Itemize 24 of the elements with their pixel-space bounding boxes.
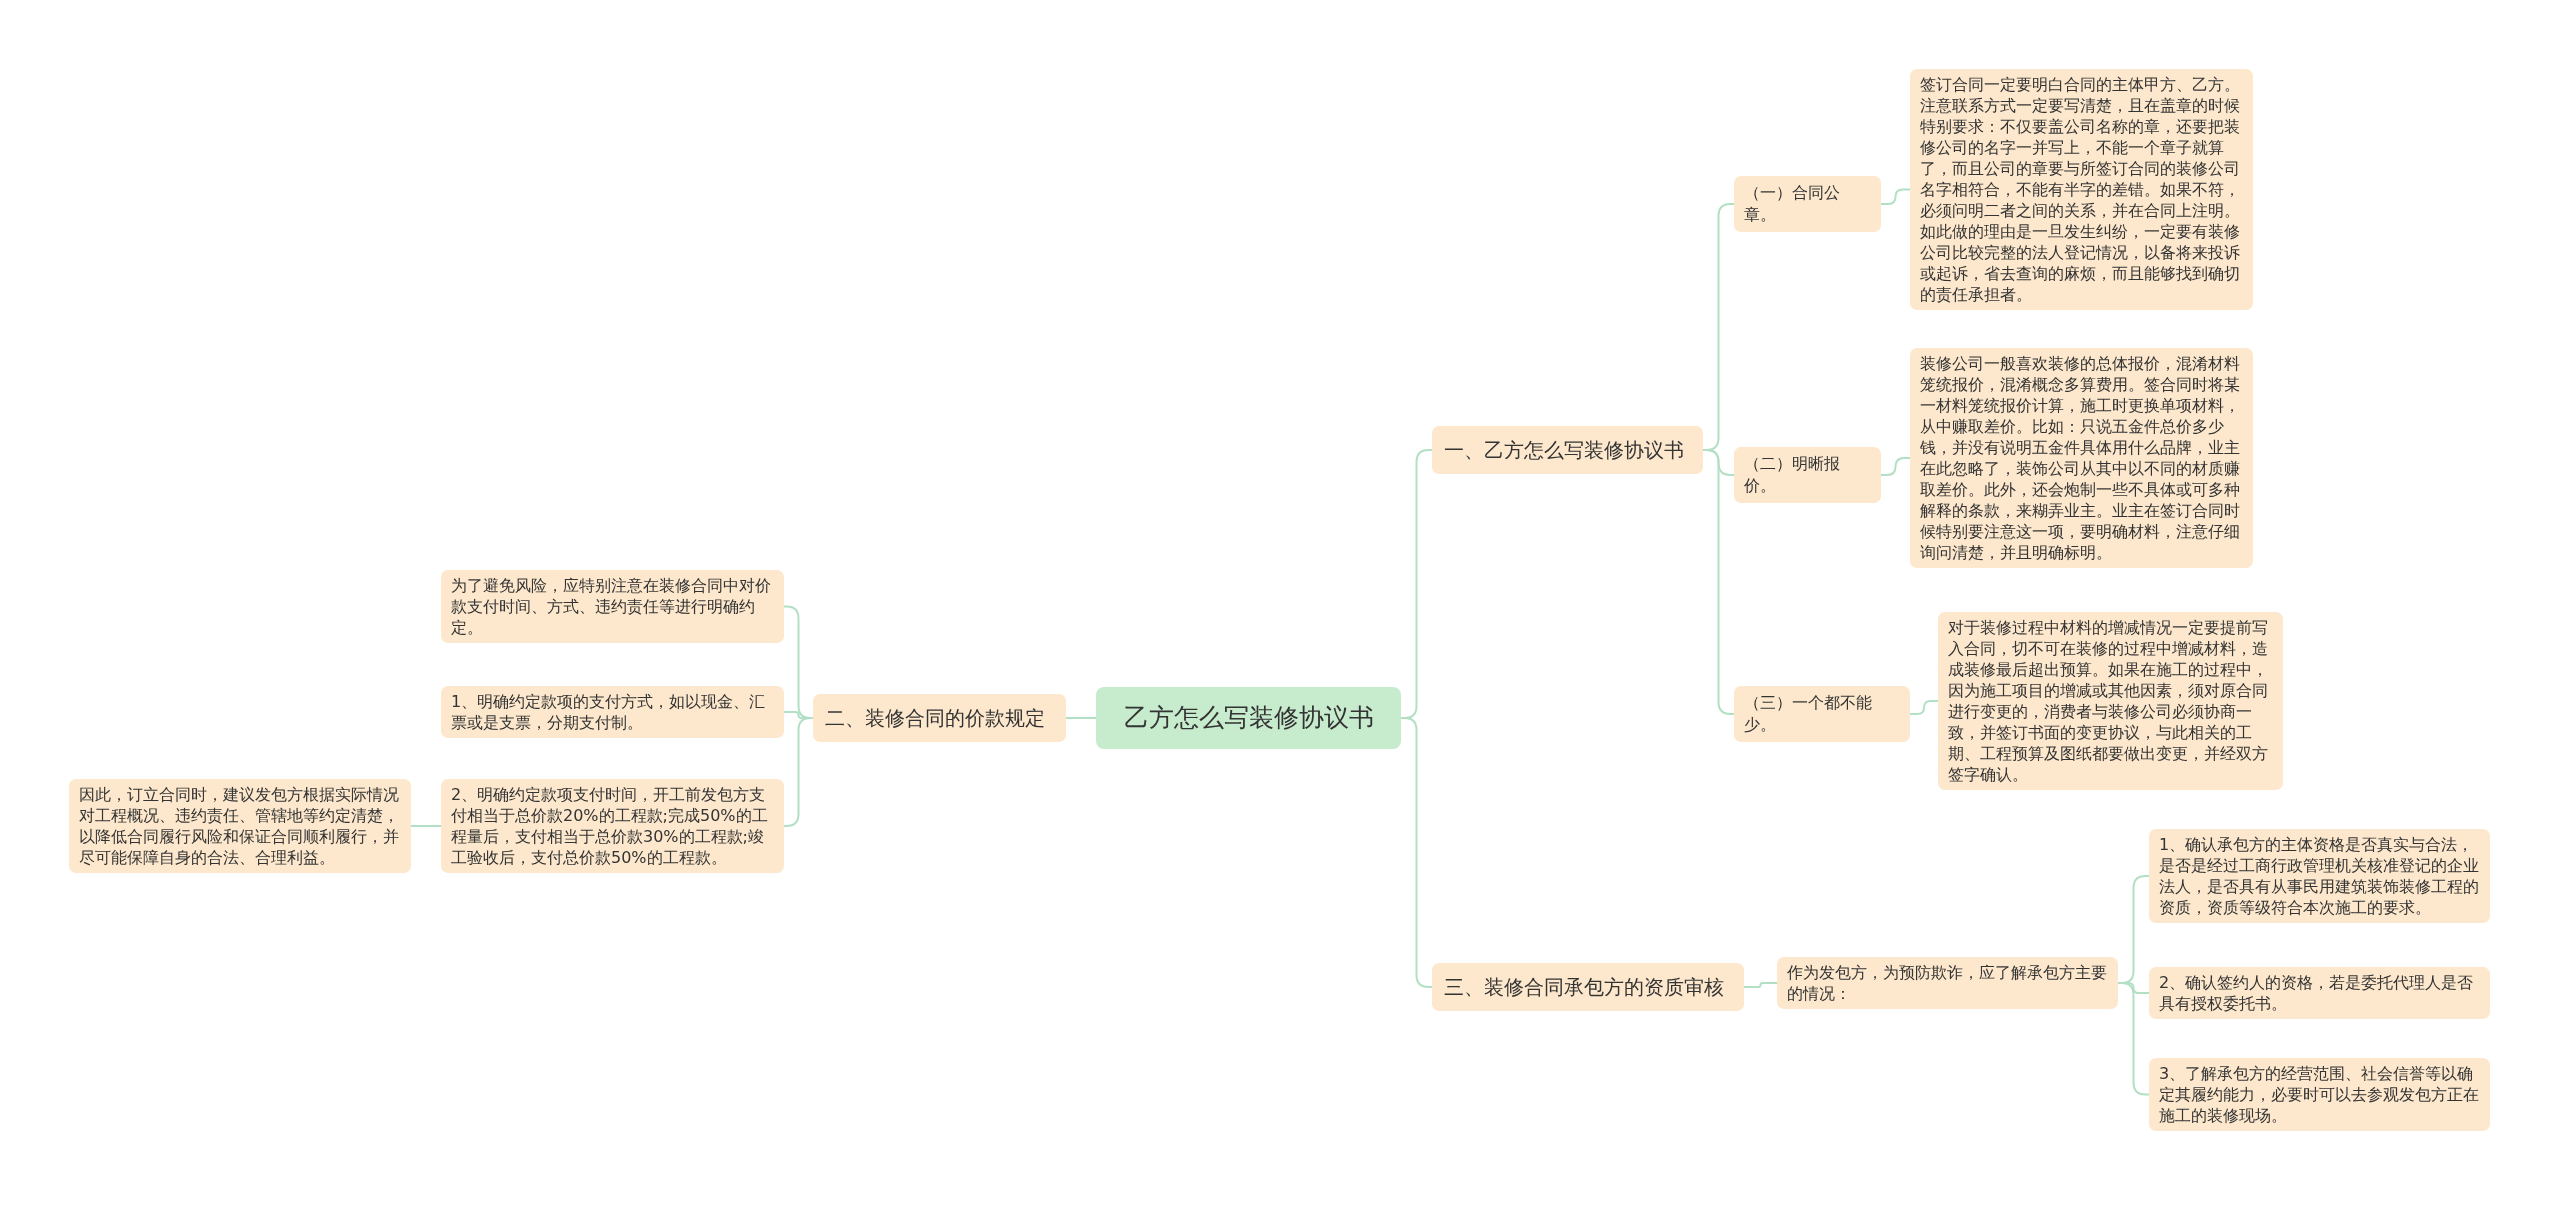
- subtopic-box: （三）一个都不能少。: [1734, 686, 1910, 742]
- subtopic-box: （二）明晰报价。: [1734, 447, 1881, 503]
- text-box: 签订合同一定要明白合同的主体甲方、乙方。注意联系方式一定要写清楚，且在盖章的时候特别要求：不仅要盖公司名称的章，还要把装修公司的名字一并写上，不能一个章子就算了，而且公司的章要与所签订合同的装修公司名字相符合，不能有半字的差错。如果不符，必须问明二者之间的关系，并在合同上注明。如此做的理由是一旦发生纠纷，一定要有装修公司比较完整的法人登记情况，以备将来投诉或起诉，省去查询的麻烦，而且能够找到确切的责任承担者。: [1910, 69, 2253, 310]
- text-box: 1、明确约定款项的支付方式，如以现金、汇票或是支票，分期支付制。: [441, 686, 784, 738]
- text-box: 因此，订立合同时，建议发包方根据实际情况对工程概况、违约责任、管辖地等约定清楚，以降低合同履行风险和保证合同顺利履行，并尽可能保障自身的合法、合理利益。: [69, 779, 411, 873]
- connector-line: [410, 825, 442, 827]
- connector-line: [1743, 982, 1778, 988]
- topic-box: 二、装修合同的价款规定: [813, 694, 1066, 742]
- connector-line: [1065, 717, 1097, 719]
- connector-line: [1909, 700, 1939, 715]
- text-box: 对于装修过程中材料的增减情况一定要提前写入合同，切不可在装修的过程中增减材料，造成装修最后超出预算。如果在施工的过程中，因为施工项目的增减或其他因素，须对原合同进行变更的，消费者与装修公司必须协商一致，并签订书面的变更协议，与此相关的工期、工程预算及图纸都要做出变更，并经双方签字确认。: [1938, 612, 2283, 790]
- text-box: 装修公司一般喜欢装修的总体报价，混淆材料笼统报价，混淆概念多算费用。签合同时将某一材料笼统报价计算，施工时更换单项材料，从中赚取差价。比如：只说五金件总价多少钱，并没有说明五金件具体用什么品牌，业主在此忽略了，装饰公司从其中以不同的材质赚取差价。此外，还会炮制一些不具体或可多种解释的条款，来糊弄业主。业主在签订合同时候特别要注意这一项，要明确材料，注意仔细询问清楚，并且明确标明。: [1910, 348, 2253, 568]
- text-box: 1、确认承包方的主体资格是否真实与合法，是否是经过工商行政管理机关核准登记的企业法人，是否具有从事民用建筑装饰装修工程的资质，资质等级符合本次施工的要求。: [2149, 829, 2490, 923]
- subtopic-box: （一）合同公章。: [1734, 176, 1881, 232]
- connector-line: [1880, 457, 1911, 476]
- text-box: 2、确认签约人的资格，若是委托代理人是否具有授权委托书。: [2149, 967, 2490, 1019]
- text-box: 3、了解承包方的经营范围、社会信誉等以确定其履约能力，必要时可以去参观发包方正在施工的装修现场。: [2149, 1058, 2490, 1131]
- topic-box: 三、装修合同承包方的资质审核: [1432, 963, 1744, 1011]
- text-box: 作为发包方，为预防欺诈，应了解承包方主要的情况：: [1777, 957, 2118, 1009]
- text-box: 2、明确约定款项支付时间，开工前发包方支付相当于总价款20%的工程款;完成50%的工程量后，支付相当于总价款30%的工程款;竣工验收后，支付总价款50%的工程款。: [441, 779, 784, 873]
- text-box: 为了避免风险，应特别注意在装修合同中对价款支付时间、方式、违约责任等进行明确约定。: [441, 570, 784, 643]
- connector-line: [1880, 188, 1911, 205]
- central-topic-box: 乙方怎么写装修协议书: [1096, 687, 1401, 749]
- topic-box: 一、乙方怎么写装修协议书: [1432, 426, 1703, 474]
